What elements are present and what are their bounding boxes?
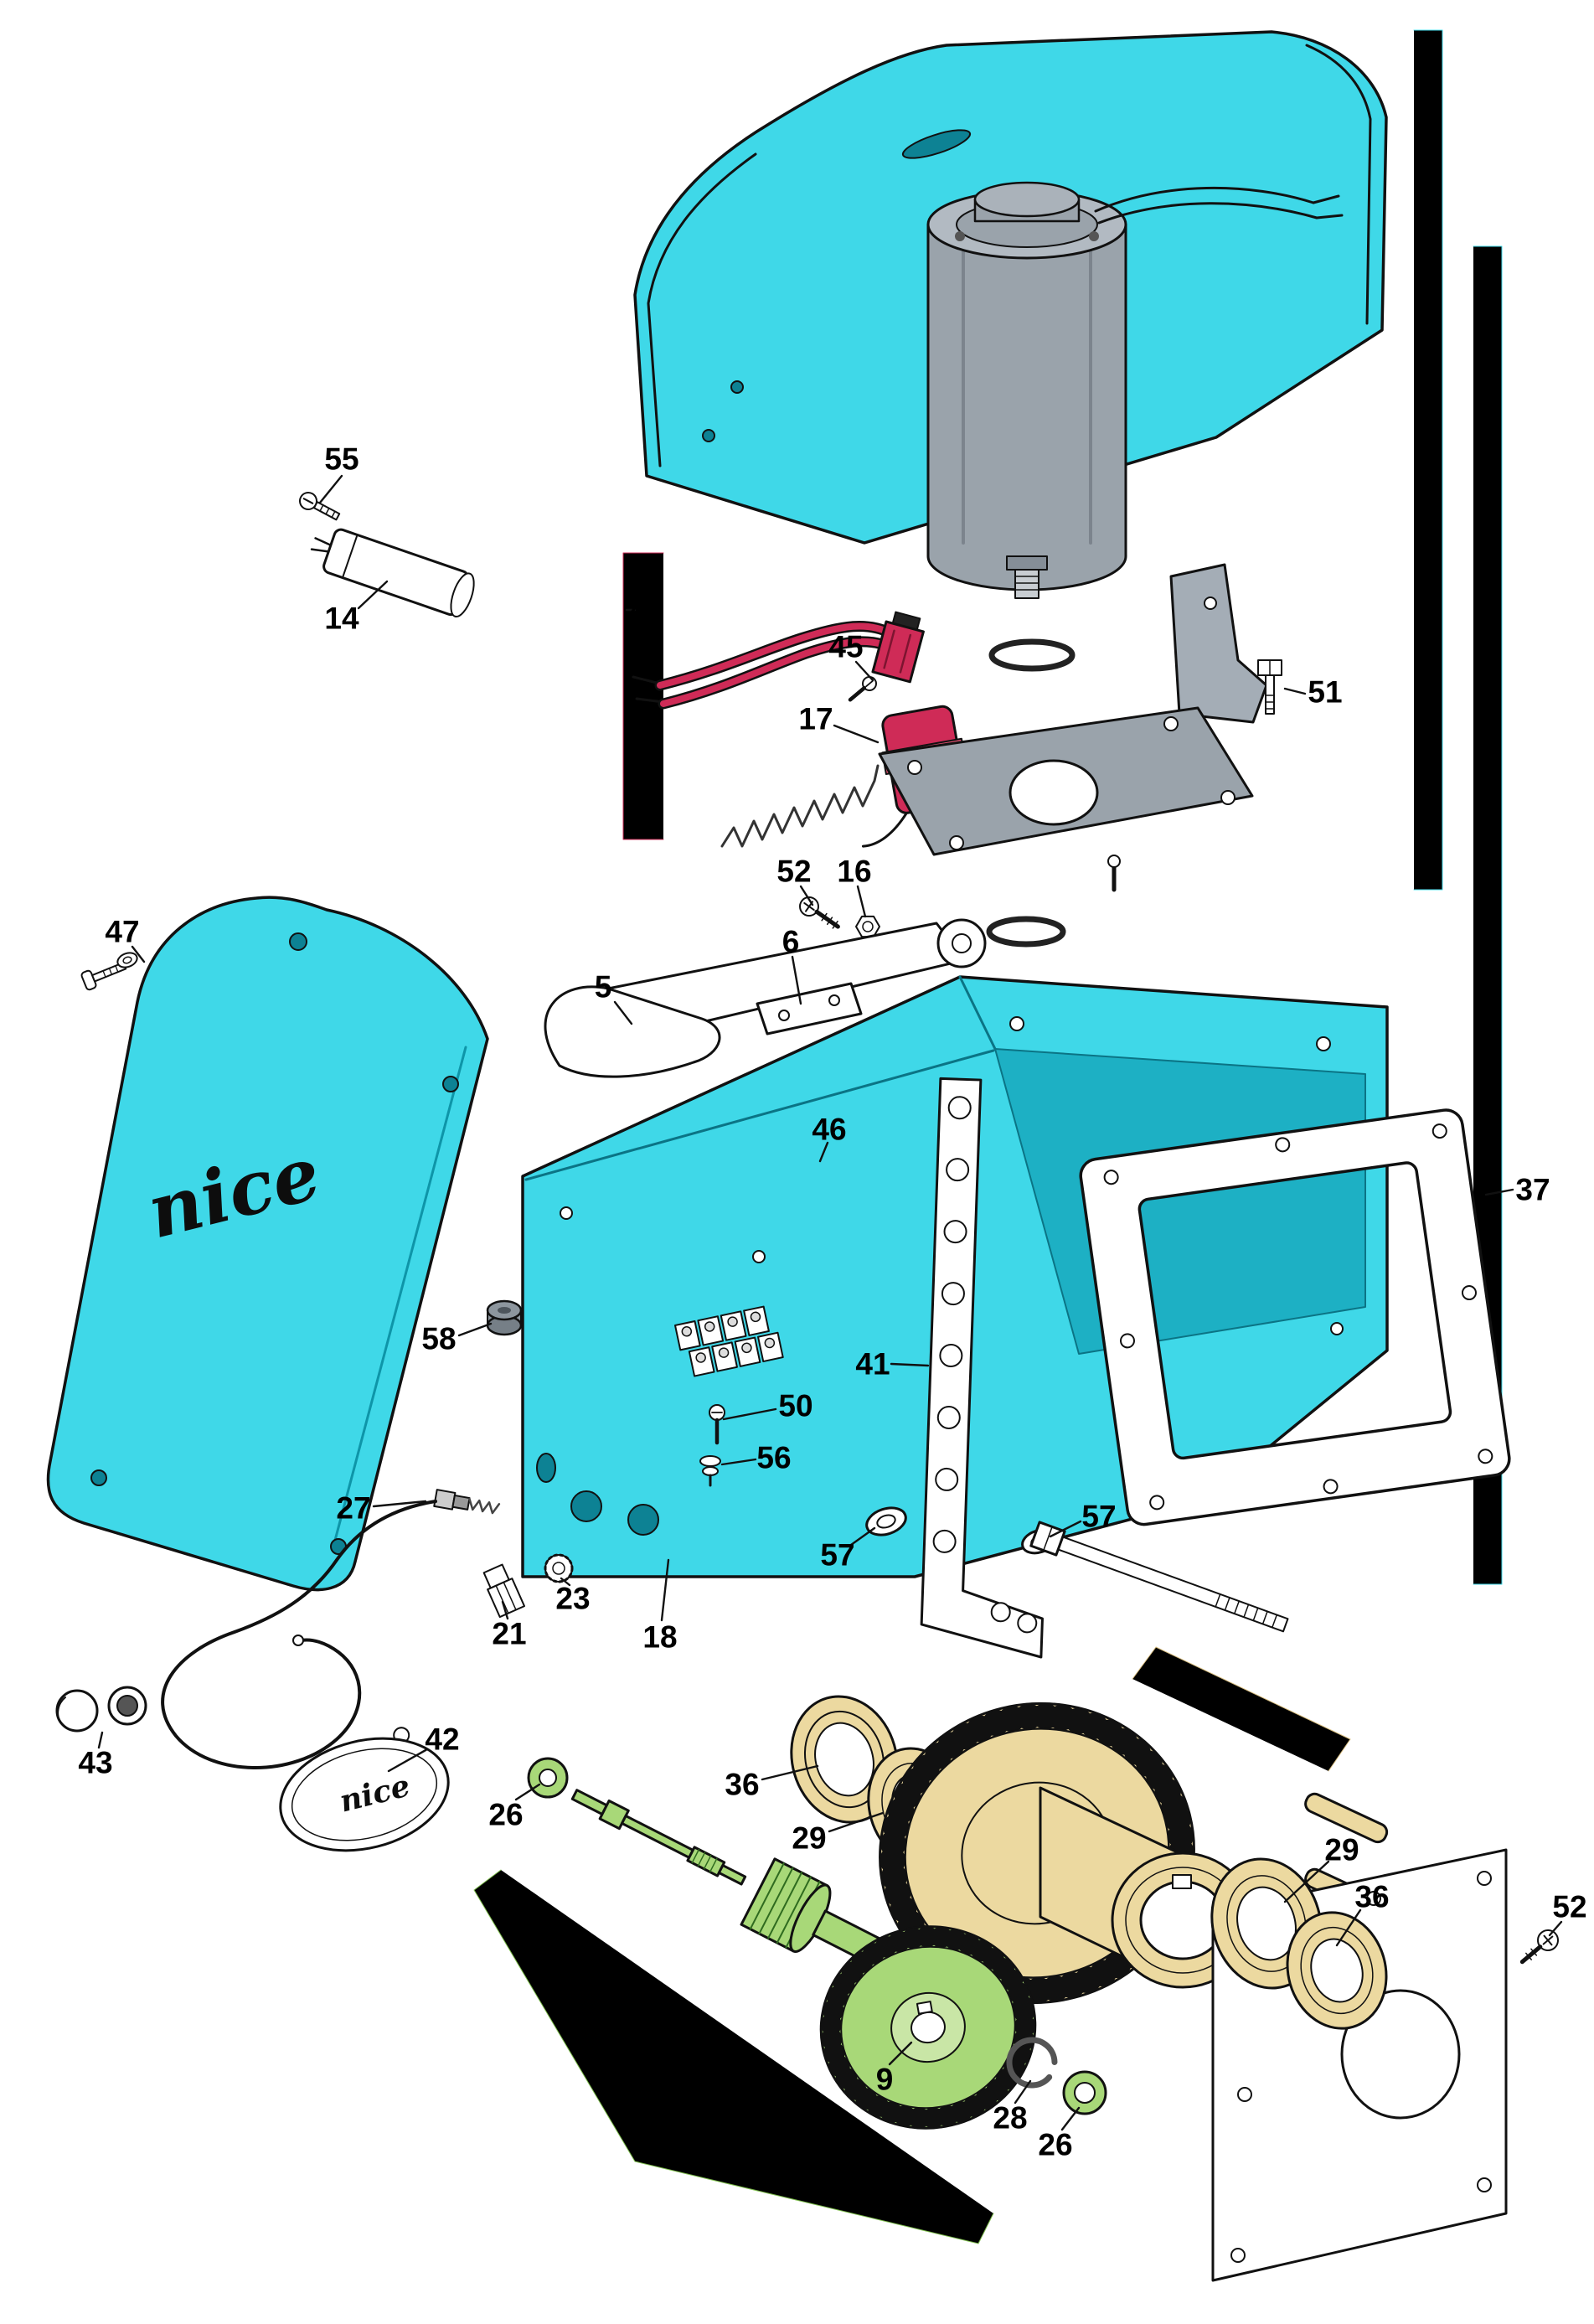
circlip-28 bbox=[1006, 2037, 1058, 2089]
part-label-41: 41 bbox=[855, 1346, 890, 1381]
part-label-36: 36 bbox=[1354, 1879, 1390, 1914]
part-label-29: 29 bbox=[792, 1820, 827, 1856]
tan-bracket bbox=[1132, 1646, 1351, 1772]
part-label-28: 28 bbox=[993, 2100, 1028, 2135]
motor bbox=[926, 181, 1344, 599]
wires-40 bbox=[632, 621, 902, 710]
part-label-26: 26 bbox=[1038, 2127, 1073, 2162]
part-label-36: 36 bbox=[725, 1767, 760, 1802]
part-label-57: 57 bbox=[820, 1537, 855, 1573]
part-label-26: 26 bbox=[488, 1797, 524, 1832]
fitting-21 bbox=[482, 1563, 526, 1619]
side-cover: nice bbox=[46, 896, 489, 1592]
capacitor-14 bbox=[310, 528, 475, 618]
nut-23 bbox=[544, 1553, 574, 1583]
nut-16 bbox=[855, 915, 880, 938]
part-label-40: 40 bbox=[629, 592, 664, 627]
bushing-26-left bbox=[527, 1757, 569, 1799]
gear-9 bbox=[819, 1925, 1037, 2130]
tag-42: nice bbox=[279, 1727, 450, 1852]
key-short bbox=[1304, 1792, 1389, 1844]
screw-52-top bbox=[799, 896, 840, 929]
part-label-18: 18 bbox=[642, 1619, 678, 1655]
bearing-36-right bbox=[1286, 1911, 1388, 2030]
cover-slot bbox=[901, 129, 972, 159]
screw-45 bbox=[848, 676, 877, 702]
spring bbox=[720, 764, 880, 848]
leader-lines bbox=[97, 474, 1563, 2131]
part-label-37: 37 bbox=[1515, 1172, 1550, 1207]
green-bracket bbox=[473, 1869, 994, 2244]
screw-55 bbox=[299, 492, 341, 521]
mounting-plate bbox=[878, 706, 1254, 892]
screw-47 bbox=[80, 962, 127, 991]
motor-bracket bbox=[1169, 563, 1268, 724]
screw-52-bottom bbox=[1519, 1929, 1559, 1965]
bolt-51 bbox=[1257, 659, 1282, 715]
o-ring-bottom bbox=[986, 916, 1066, 948]
input-shaft bbox=[570, 1789, 747, 1886]
part-label-9: 9 bbox=[875, 2062, 894, 2097]
l-bracket-41 bbox=[920, 1077, 1044, 1659]
part-label-52: 52 bbox=[1552, 1889, 1587, 1924]
o-ring-top bbox=[988, 638, 1076, 672]
part-label-29: 29 bbox=[1324, 1832, 1359, 1867]
part-label-52: 52 bbox=[776, 854, 812, 889]
part-label-55: 55 bbox=[324, 442, 359, 477]
part-label-51: 51 bbox=[1308, 674, 1343, 710]
washer-56 bbox=[699, 1455, 721, 1487]
part-label-45: 45 bbox=[828, 629, 864, 664]
washer-57-left bbox=[865, 1506, 907, 1536]
connector-45 bbox=[871, 611, 925, 684]
part-label-57: 57 bbox=[1081, 1499, 1117, 1534]
part-label-50: 50 bbox=[778, 1388, 813, 1423]
part-label-6: 6 bbox=[782, 924, 800, 959]
bolt-57 bbox=[1029, 1521, 1289, 1633]
terminal-block bbox=[674, 1305, 784, 1377]
part-label-58: 58 bbox=[421, 1321, 457, 1356]
part-label-16: 16 bbox=[837, 854, 872, 889]
motor-wires bbox=[1094, 186, 1344, 225]
part-label-43: 43 bbox=[78, 1745, 113, 1780]
cable-27 bbox=[161, 1489, 501, 1769]
release-lever-5 bbox=[544, 918, 987, 1419]
part-label-56: 56 bbox=[756, 1440, 792, 1475]
grommet-58 bbox=[486, 1299, 523, 1336]
part-label-17: 17 bbox=[798, 701, 833, 736]
part-label-46: 46 bbox=[812, 1112, 847, 1147]
part-label-27: 27 bbox=[336, 1490, 371, 1526]
part-label-5: 5 bbox=[594, 969, 612, 1004]
plate-6 bbox=[756, 982, 863, 1035]
part-label-23: 23 bbox=[555, 1581, 591, 1616]
caps-43 bbox=[55, 1686, 147, 1733]
part-label-21: 21 bbox=[492, 1616, 527, 1651]
gasket-37 bbox=[1079, 1108, 1511, 1526]
part-label-14: 14 bbox=[324, 601, 359, 636]
screw-50 bbox=[709, 1404, 725, 1445]
washer-47 bbox=[116, 952, 138, 968]
bushing-26-bottom bbox=[1062, 2070, 1107, 2115]
part-label-47: 47 bbox=[105, 914, 140, 949]
part-label-42: 42 bbox=[425, 1722, 460, 1757]
red-bracket bbox=[622, 552, 664, 840]
motor-shaft bbox=[1006, 555, 1048, 599]
